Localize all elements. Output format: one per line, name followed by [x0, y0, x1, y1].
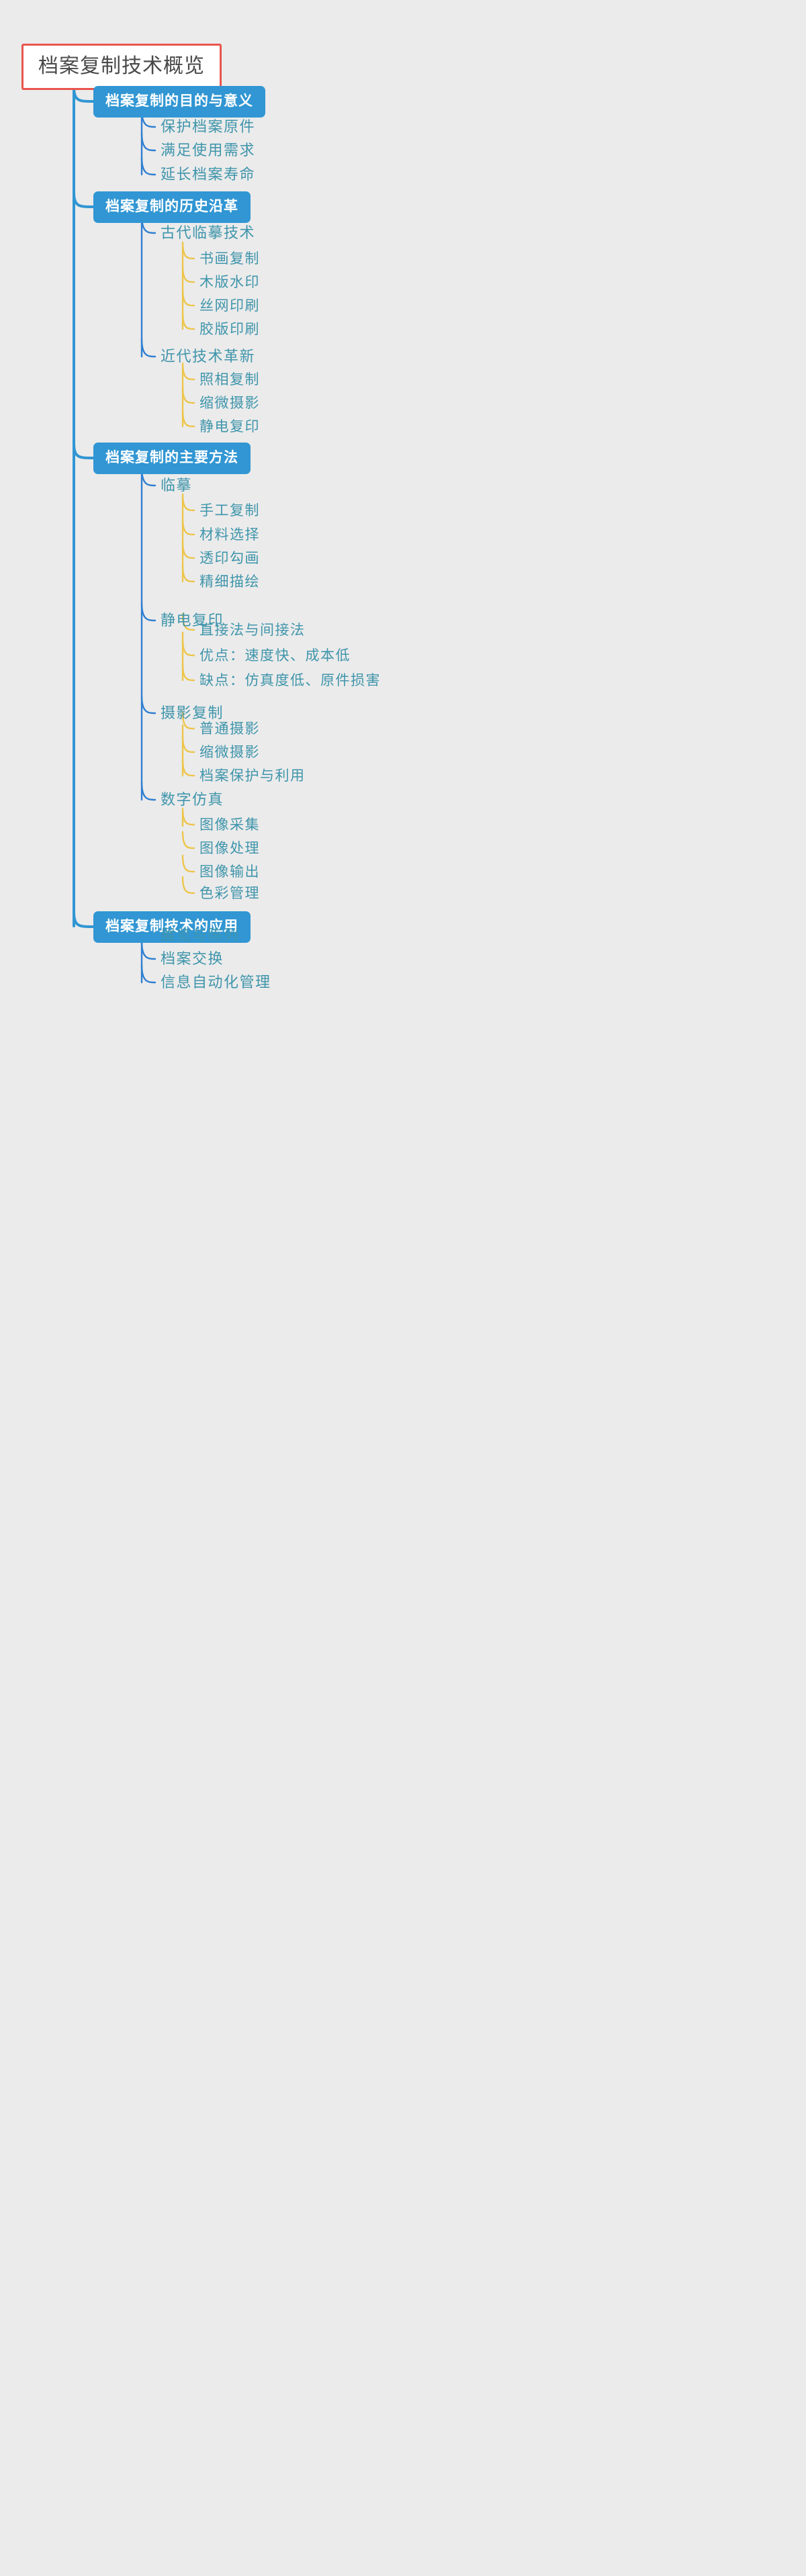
connector-branch-2-leaf-1 [140, 602, 156, 622]
connector-sub-2-3-2 [181, 854, 195, 873]
branch-node-2[interactable]: 档案复制的主要方法 [93, 443, 251, 475]
subleaf-node-2-3-0[interactable]: 图像采集 [199, 817, 260, 833]
connector-sub-2-3-1 [181, 831, 195, 849]
connector-branch-2-leaf-3 [140, 781, 156, 801]
subleaf-node-2-3-2[interactable]: 图像输出 [199, 864, 260, 880]
connector-branch-0-leaf-2 [140, 156, 156, 176]
leaf-node-2-1[interactable]: 静电复印 [161, 612, 224, 629]
subleaf-node-2-2-0[interactable]: 普通摄影 [199, 721, 260, 737]
leaf-node-2-3[interactable]: 数字仿真 [161, 791, 224, 808]
subleaf-node-1-0-3[interactable]: 胶版印刷 [199, 322, 260, 337]
subleaf-node-2-3-3[interactable]: 色彩管理 [199, 886, 260, 901]
subleaf-node-2-1-1[interactable]: 优点：速度快、成本低 [199, 648, 351, 663]
connector-sub-2-2-1 [181, 735, 195, 753]
leaf-node-3-1[interactable]: 档案交换 [161, 950, 224, 967]
subleaf-node-2-3-1[interactable]: 图像处理 [199, 841, 260, 856]
subleaf-node-2-1-0[interactable]: 直接法与间接法 [199, 623, 306, 638]
leaf-node-0-2[interactable]: 延长档案寿命 [161, 166, 256, 183]
branch-node-0[interactable]: 档案复制的目的与意义 [93, 86, 265, 118]
subleaf-node-1-1-0[interactable]: 照相复制 [199, 372, 260, 387]
subleaf-node-2-2-2[interactable]: 档案保护与利用 [199, 768, 306, 784]
subleaf-node-1-0-1[interactable]: 木版水印 [199, 275, 260, 290]
connector-sub-2-1-2 [181, 663, 195, 682]
leaf-node-3-2[interactable]: 信息自动化管理 [161, 974, 271, 991]
connector-sub-1-1-1 [181, 385, 195, 404]
subleaf-node-1-1-1[interactable]: 缩微摄影 [199, 396, 260, 411]
leaf-node-3-0[interactable]: 展览与陈列 [161, 927, 240, 944]
subleaf-node-1-0-0[interactable]: 书画复制 [199, 251, 260, 267]
connector-sub-2-3-0 [181, 807, 195, 826]
branch-node-1[interactable]: 档案复制的历史沿革 [93, 191, 251, 224]
leaf-node-1-1[interactable]: 近代技术革新 [161, 348, 256, 365]
connector-sub-2-0-0 [181, 493, 195, 512]
branch-node-3[interactable]: 档案复制技术的应用 [93, 911, 251, 944]
subleaf-node-1-1-2[interactable]: 静电复印 [199, 419, 260, 434]
subleaf-node-1-0-2[interactable]: 丝网印刷 [199, 298, 260, 314]
connector-sub-1-1-2 [181, 409, 195, 428]
connector-branch-3-leaf-2 [140, 964, 156, 984]
leaf-node-0-0[interactable]: 保护档案原件 [161, 118, 256, 135]
connector-sub-2-1-1 [181, 638, 195, 657]
connector-sub-1-0-2 [181, 288, 195, 307]
leaf-node-1-0[interactable]: 古代临摹技术 [161, 224, 256, 241]
root-node[interactable]: 档案复制技术概览 [21, 44, 222, 90]
subleaf-node-2-1-2[interactable]: 缺点：仿真度低、原件损害 [199, 673, 381, 688]
subleaf-node-2-0-3[interactable]: 精细描绘 [199, 574, 260, 590]
connector-branch-0-leaf-1 [140, 132, 156, 152]
connector-sub-2-3-3 [181, 876, 195, 894]
subleaf-node-2-0-1[interactable]: 材料选择 [199, 527, 260, 543]
connector-sub-1-0-1 [181, 265, 195, 283]
connector-sub-2-0-3 [181, 564, 195, 583]
leaf-node-2-2[interactable]: 摄影复制 [161, 704, 224, 721]
leaf-node-0-1[interactable]: 满足使用需求 [161, 142, 256, 158]
connector-trunk-to-branch-2 [73, 442, 95, 459]
subleaf-node-2-0-2[interactable]: 透印勾画 [199, 551, 260, 566]
connector-sub-2-0-1 [181, 517, 195, 536]
connector-sub-2-0-2 [181, 541, 195, 559]
subleaf-node-2-0-0[interactable]: 手工复制 [199, 503, 260, 518]
connector-branch-1-leaf-1 [140, 338, 156, 358]
connector-sub-2-2-2 [181, 758, 195, 777]
connector-sub-1-0-0 [181, 241, 195, 260]
connector-branch-3-leaf-1 [140, 940, 156, 960]
connector-trunk-to-branch-3 [73, 911, 95, 928]
connector-trunk-to-branch-1 [73, 191, 95, 208]
leaf-node-2-0[interactable]: 临摹 [161, 477, 193, 494]
subleaf-node-2-2-1[interactable]: 缩微摄影 [199, 745, 260, 760]
connector-sub-1-0-3 [181, 312, 195, 330]
connector-branch-2-leaf-2 [140, 694, 156, 715]
